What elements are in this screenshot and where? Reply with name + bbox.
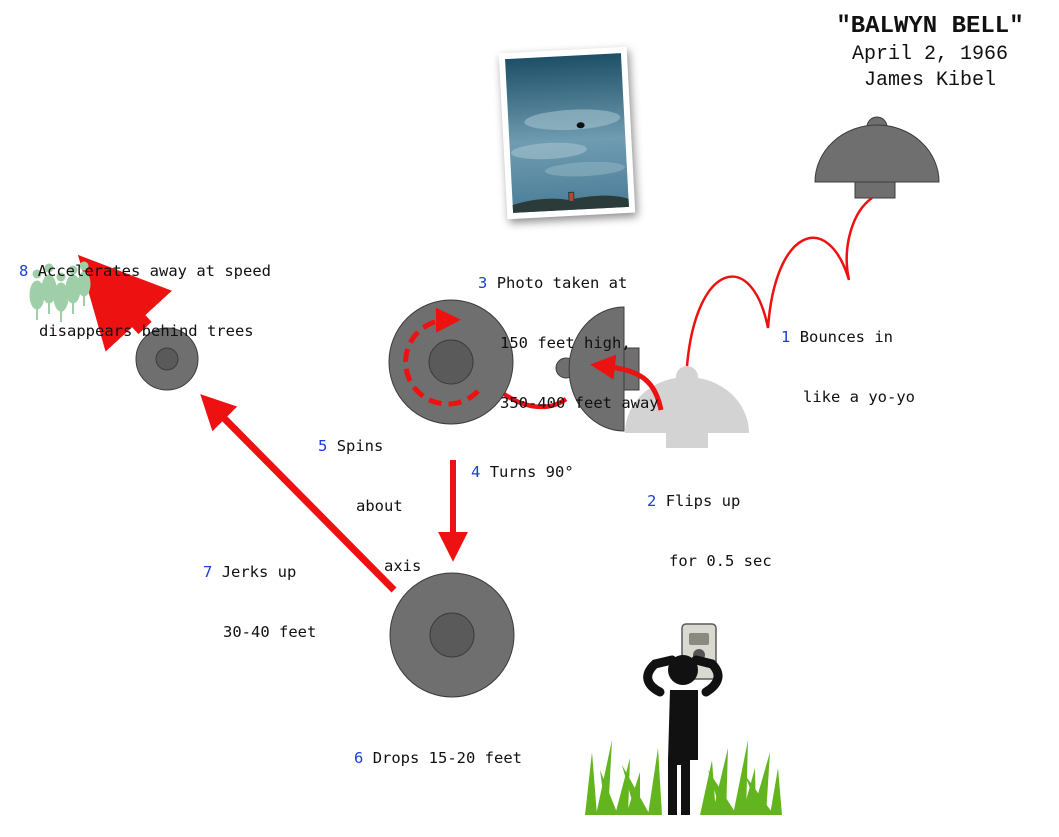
step-text: about [356,497,403,515]
step-text: Jerks up [221,563,297,581]
step-2-label: 2 Flips up for 0.5 sec [647,451,772,591]
jerk-arrow [200,394,397,593]
sighting-photo [498,46,636,220]
bell-object-top [814,116,940,199]
bounce-path [685,196,873,367]
step-number: 4 [471,463,481,481]
step-text: Spins [336,437,384,455]
dropped-disc [389,572,515,698]
step-text: axis [384,557,422,575]
step-text: Photo taken at [496,274,628,292]
step-text: 350-400 feet away [500,394,659,412]
grass-icon [585,740,782,815]
title-name: "BALWYN BELL" [836,13,1024,40]
step-number: 8 [19,262,29,280]
step-text: 30-40 feet [223,623,317,641]
step-4-label: 4 Turns 90° [471,422,574,502]
flip-arrow [590,354,664,411]
step-text: like a yo-yo [803,388,915,406]
step-number: 1 [781,328,791,346]
trees-icon [29,261,91,322]
spin-arrow [403,307,480,407]
step-text: disappears behind trees [39,322,254,340]
step-number: 7 [203,563,213,581]
title-date: April 2, 1966 [851,43,1009,66]
step-7-label: 7 Jerks up 30-40 feet [203,522,316,662]
step-text: for 0.5 sec [669,552,772,570]
step-text: Accelerates away at speed [37,262,271,280]
step-number: 6 [354,749,364,767]
observer-icon [643,623,723,815]
step-number: 3 [478,274,488,292]
step-number: 5 [318,437,328,455]
step-text: Flips up [665,492,741,510]
step-text: Turns 90° [489,463,574,481]
step-number: 2 [647,492,657,510]
step-5-label: 5 Spins about axis [318,396,421,596]
title-witness: James Kibel [863,69,997,92]
step-text: Drops 15-20 feet [372,749,522,767]
step-3-label: 3 Photo taken at 150 feet high, 350-400 … [478,233,659,433]
step-text: Bounces in [799,328,894,346]
step-1-label: 1 Bounces in like a yo-yo [781,287,915,427]
accelerate-arrow [77,254,172,352]
step-6-label: 6 Drops 15-20 feet [354,708,522,788]
step-8-label: 8 Accelerates away at speed disappears b… [19,221,271,361]
title-block: "BALWYN BELL" April 2, 1966 James Kibel [800,12,1059,94]
step-text: 150 feet high, [500,334,631,352]
